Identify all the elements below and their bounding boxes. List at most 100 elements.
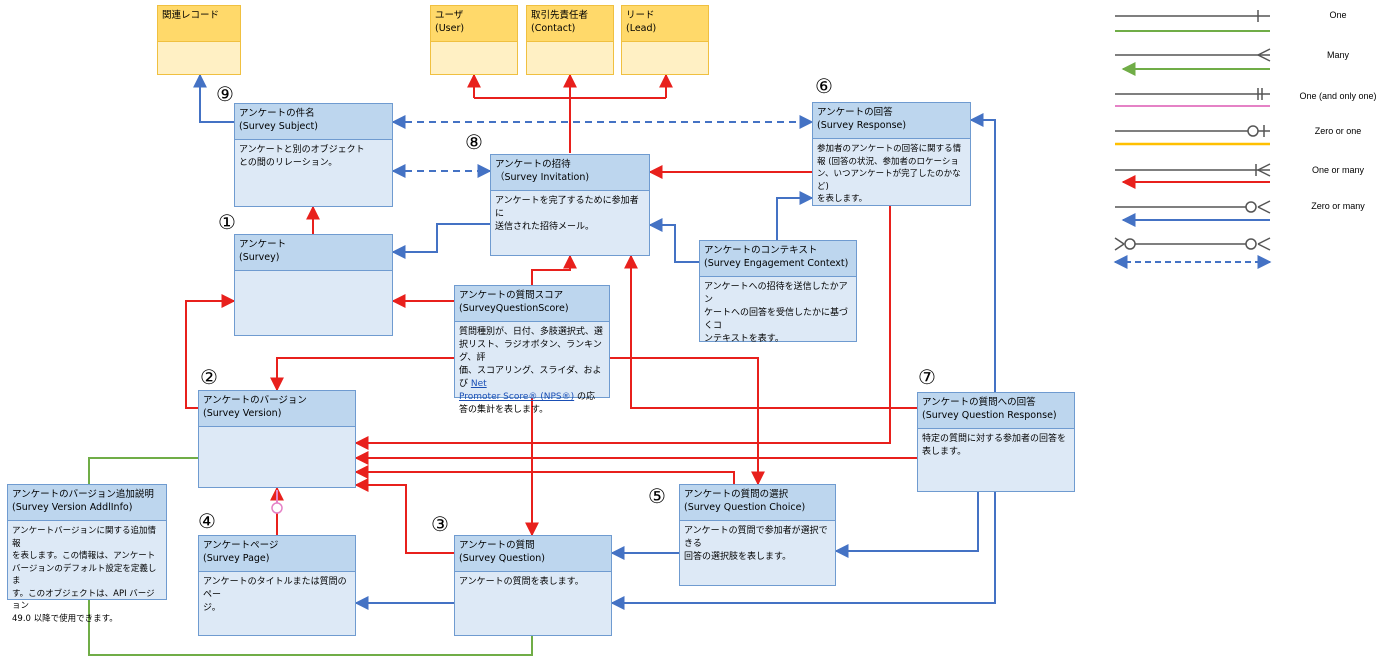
question-response-desc-0: 特定の質問に対する参加者の回答を [922,434,1067,444]
survey-invitation-desc-0: アンケートを完了するために参加者に [495,196,639,219]
survey-page-box: アンケートページ (Survey Page) アンケートのタイトルまたは質問のペ… [198,535,356,636]
survey-invitation-box: アンケートの招待 （Survey Invitation) アンケートを完了するた… [490,154,650,256]
question-response-title: アンケートの質問への回答 [922,397,1036,408]
engagement-context-desc-1: ケートへの回答を受信したかに基づくコ [704,308,849,331]
question-score-desc-0: 質問種別が、日付、多肢選択式、選 [459,327,603,337]
question-response-to-response-line [969,113,996,392]
survey-invitation-subtitle: （Survey Invitation) [495,172,590,183]
score-to-invitation-line [531,254,577,285]
survey-subject-box: アンケートの件名 (Survey Subject) アンケートと別のオブジェクト… [234,103,393,207]
engagement-context-desc-2: ンテキストを表す。 [704,334,784,344]
question-choice-desc-0: アンケートの質問で参加者が選択できる [684,526,828,549]
question-score-desc-3-line: Promoter Score® (NPS®) の応 [459,391,605,404]
question-choice-subtitle: (Survey Question Choice) [684,502,806,513]
version-to-survey-line [185,294,236,409]
user-subtitle: (User) [435,23,465,34]
survey-response-desc-0: 参加者のアンケートの回答に関する情 [817,144,962,154]
survey-version-box: アンケートのバージョン (Survey Version) [198,390,356,488]
number-9: ⑨ [216,82,234,106]
nps-link-promoter[interactable]: Promoter Score® (NPS®) [459,392,575,402]
question-score-subtitle: (SurveyQuestionScore) [459,303,569,314]
survey-response-title: アンケートの回答 [817,107,893,118]
survey-response-subtitle: (Survey Response) [817,120,907,131]
page-version-zero-circle [271,502,283,514]
survey-version-subtitle: (Survey Version) [203,408,282,419]
engagement-context-desc-0: アンケートへの招待を送信したかアン [704,282,848,305]
question-score-desc-2-line: 価、スコアリング、スライダ、および Net [459,365,605,391]
invitation-to-user-contact-lead-lines [467,73,673,153]
number-4: ④ [198,509,216,533]
number-5: ⑤ [648,484,666,508]
number-2: ② [200,365,218,389]
question-score-desc-2: 価、スコアリング、スライダ、および [459,366,602,389]
question-response-to-question-line [610,492,996,610]
question-score-box: アンケートの質問スコア (SurveyQuestionScore) 質問種別が、… [454,285,610,415]
question-to-version-line [354,478,454,554]
survey-response-box: アンケートの回答 (Survey Response) 参加者のアンケートの回答に… [812,102,971,206]
context-to-response-line [776,191,814,240]
question-score-desc-1: 択リスト、ラジオボタン、ランキング、評 [459,340,602,363]
survey-subtitle: (Survey) [239,252,280,263]
legend [1113,10,1272,269]
version-addinfo-box: アンケートのバージョン追加説明 (Survey Version AddlInfo… [7,484,167,624]
question-score-desc-tail2: 答の集計を表します。 [459,405,549,415]
survey-question-box: アンケートの質問 (Survey Question) アンケートの質問を表します… [454,535,612,636]
survey-title: アンケート [239,239,287,250]
context-to-invitation-line [648,218,699,263]
legend-one: One [1329,10,1347,20]
subject-to-related-records-line [193,73,234,123]
engagement-context-title: アンケートのコンテキスト [704,245,818,256]
question-choice-desc-1: 回答の選択肢を表します。 [684,552,792,562]
number-3: ③ [431,512,449,536]
survey-subject-desc-0: アンケートと別のオブジェクト [239,145,365,155]
survey-invitation-desc-1: 送信された招待メール。 [495,222,595,232]
contact-title: 取引先責任者 [531,10,589,21]
question-choice-title: アンケートの質問の選択 [684,489,789,500]
version-addinfo-desc-0: アンケートバージョンに関する追加情報 [12,526,156,549]
survey-response-desc-1: 報 (回答の状況、参加者のロケーショ [817,156,959,167]
version-addinfo-desc-3: す。このオブジェクトは、API バージョン [12,588,155,612]
survey-page-title: アンケートページ [203,540,279,551]
lead-subtitle: (Lead) [626,23,657,34]
survey-box: アンケート (Survey) [234,234,393,336]
survey-subject-title: アンケートの件名 [239,108,315,119]
version-addinfo-title: アンケートのバージョン追加説明 [12,489,154,500]
survey-page-desc-0: アンケートのタイトルまたは質問のペー [203,577,347,600]
survey-question-subtitle: (Survey Question) [459,553,545,564]
version-addinfo-desc-1: を表します。この情報は、アンケート [12,551,156,561]
legend-many: Many [1326,50,1349,60]
lead-title: リード [626,10,655,21]
question-response-to-choice-line [834,492,979,558]
related-records-title: 関連レコード [162,10,220,21]
contact-subtitle: (Contact) [531,23,576,34]
question-response-subtitle: (Survey Question Response) [922,410,1057,421]
related-records-box: 関連レコード [157,5,241,75]
survey-invitation-title: アンケートの招待 [495,159,571,170]
number-7: ⑦ [918,365,936,389]
legend-zero-or-one: Zero or one [1314,126,1362,136]
choice-to-version-line [354,465,735,484]
score-to-choice-line [610,357,765,486]
nps-link-net[interactable]: Net [470,379,487,389]
number-1: ① [218,210,236,234]
legend-one-and-only-one: One (and only one) [1299,91,1377,101]
survey-response-desc-2: ン、いつアンケートが完了したのかなど) [817,169,961,192]
survey-question-desc-0: アンケートの質問を表します。 [459,577,584,587]
survey-question-title: アンケートの質問 [459,540,535,551]
number-8: ⑧ [465,130,483,154]
survey-subject-desc-1: との間のリレーション。 [239,158,338,168]
survey-subject-subtitle: (Survey Subject) [239,121,318,132]
survey-response-desc-3: を表します。 [817,194,868,204]
version-addinfo-desc-4: 49.0 以降で使用できます。 [12,613,118,624]
question-response-desc-1: 表します。 [922,447,967,457]
version-addinfo-subtitle: (Survey Version AddlInfo) [12,502,133,513]
user-title: ユーザ [435,10,464,21]
survey-page-subtitle: (Survey Page) [203,553,270,564]
score-to-version-line [270,357,454,392]
survey-version-title: アンケートのバージョン [203,395,307,406]
legend-zero-or-many: Zero or many [1311,201,1365,211]
question-score-desc-tail1: の応 [574,392,596,402]
legend-one-or-many: One or many [1311,165,1365,175]
question-response-to-invitation-line [624,254,917,409]
